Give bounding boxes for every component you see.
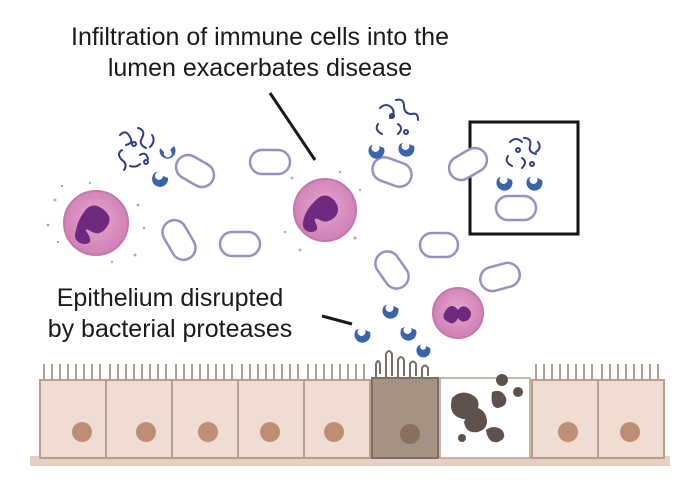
nucleus-icon (302, 195, 338, 232)
epithelial-cell-icon (237, 379, 305, 459)
neutrophil-right (432, 287, 484, 339)
pointer-line-mid (321, 314, 353, 326)
bacterium-icon (494, 194, 538, 222)
dead-cell-debris-icon (451, 374, 523, 443)
pointer-line-top (268, 92, 317, 161)
protease-icon (368, 144, 385, 159)
bacterium-icon (161, 218, 197, 262)
bacterium-icon (447, 146, 489, 182)
bacterium-icon (248, 148, 292, 176)
nucleus-icon (75, 205, 110, 244)
epithelium-line-1: Epithelium disrupted (56, 284, 284, 312)
protease-icon (416, 344, 431, 358)
protease-icon (526, 176, 543, 191)
bacterium-icon (218, 230, 262, 258)
damaged-microvilli (375, 350, 429, 378)
nucleus-icon (443, 306, 471, 324)
epithelial-cell-icon (171, 379, 239, 459)
fragment-cluster-box (505, 137, 541, 169)
infiltration-annotation: Infiltration of immune cells into the lu… (30, 22, 490, 84)
bacterium-icon (374, 250, 410, 290)
nuclei-left (72, 422, 344, 442)
epithelium-annotation: Epithelium disrupted by bacterial protea… (10, 283, 330, 345)
epithelial-cells-left (39, 379, 371, 459)
bacterium-icon (174, 153, 216, 189)
infiltration-line-1: Infiltration of immune cells into the (71, 23, 449, 51)
protease-icon (398, 142, 415, 157)
bacterium-icon (479, 261, 521, 293)
epithelial-cell-icon (531, 379, 599, 459)
epithelium-line-2: by bacterial proteases (47, 315, 293, 343)
epithelial-cell-icon (303, 379, 371, 459)
fragment-cluster-center (375, 98, 419, 135)
microvilli-left (43, 364, 365, 380)
epithelial-cell-icon (105, 379, 173, 459)
neutrophil-center (283, 170, 362, 252)
basement-membrane (30, 456, 670, 466)
epithelium (30, 350, 670, 466)
epithelial-cell-icon (39, 379, 107, 459)
proteases-group (152, 142, 543, 358)
protease-icon (382, 304, 399, 319)
protease-icon (159, 146, 176, 159)
bacteria-group (161, 146, 538, 293)
protease-icon (354, 328, 371, 343)
bacterium-icon (371, 156, 413, 188)
fragment-cluster-left (118, 127, 155, 171)
protease-icon (400, 326, 417, 341)
protease-icon (152, 171, 169, 187)
epithelial-cells-right (531, 379, 665, 459)
nuclei-right (558, 422, 640, 442)
infiltration-line-2: lumen exacerbates disease (107, 54, 413, 82)
epithelial-cell-icon (597, 379, 665, 459)
microvilli-right (535, 364, 659, 380)
bacterium-icon (418, 231, 460, 259)
damaged-epithelial-cell (371, 377, 439, 459)
neutrophil-left (46, 181, 146, 264)
protease-icon (496, 176, 513, 191)
